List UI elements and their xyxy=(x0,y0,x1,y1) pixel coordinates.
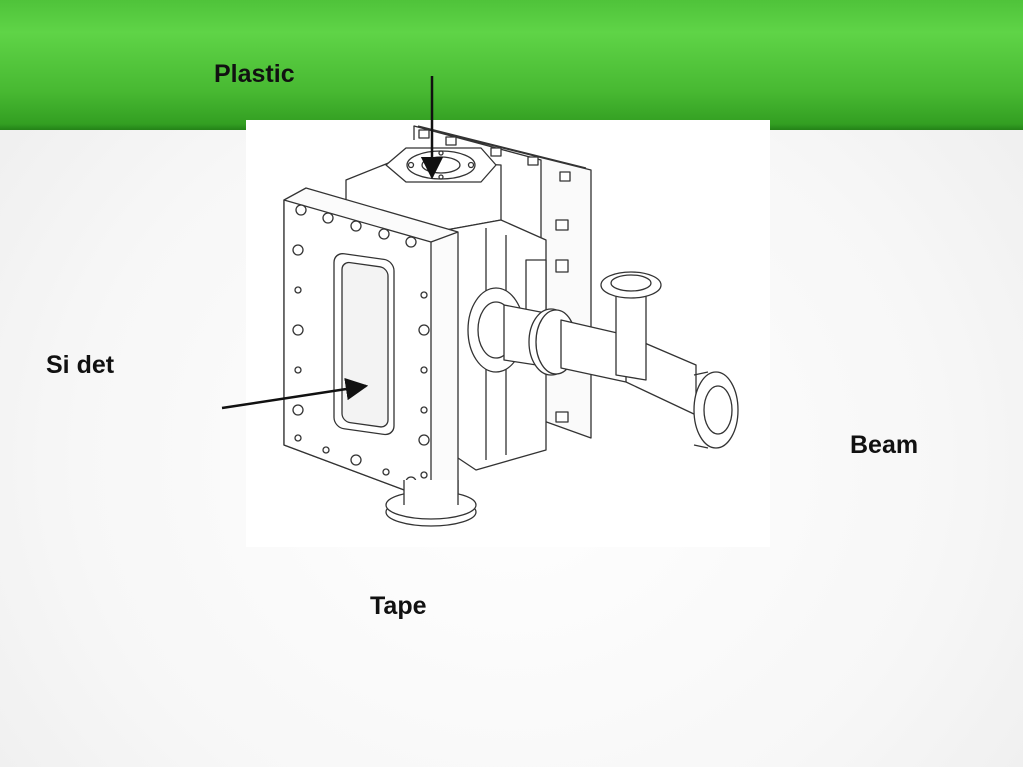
si-det-label: Si det xyxy=(46,351,115,379)
tape-label: Tape xyxy=(370,592,427,620)
detector-chamber-drawing xyxy=(246,120,770,547)
beam-pipe xyxy=(467,271,739,449)
tape-port xyxy=(385,480,477,527)
plastic-label: Plastic xyxy=(214,60,295,88)
back-plate-bolts xyxy=(418,129,571,423)
beam-label: Beam xyxy=(850,431,919,459)
si-det-arrow xyxy=(221,377,369,410)
